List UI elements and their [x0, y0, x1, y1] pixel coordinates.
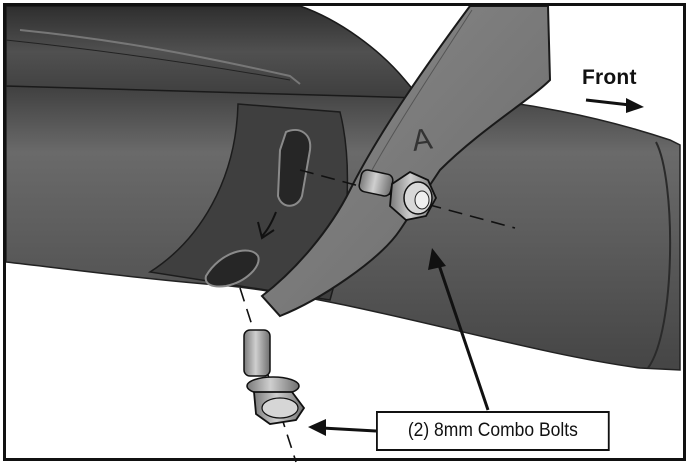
- heat-shield: [5, 5, 422, 99]
- bolt-leader-arrow: [308, 419, 377, 436]
- lower-slot: [204, 249, 260, 288]
- bracket-mark-A: A: [410, 122, 434, 157]
- lower-bolt: [243, 329, 306, 425]
- leader-arrow-icon: [428, 248, 490, 411]
- bracket-strap: [260, 5, 552, 318]
- arrow-right-icon: [585, 98, 644, 113]
- curved-arrow-icon: [257, 211, 277, 240]
- pipe-end-rim: [647, 141, 672, 369]
- shield-ridge: [19, 29, 301, 85]
- bracket-inner-edge: [371, 9, 473, 171]
- front-direction-label: Front: [582, 66, 637, 89]
- callout-bolts: (2) 8mm Combo Bolts: [376, 411, 610, 451]
- upper-slot: [276, 129, 312, 207]
- upper-bolt: [358, 169, 438, 221]
- shield-edge: [5, 39, 291, 81]
